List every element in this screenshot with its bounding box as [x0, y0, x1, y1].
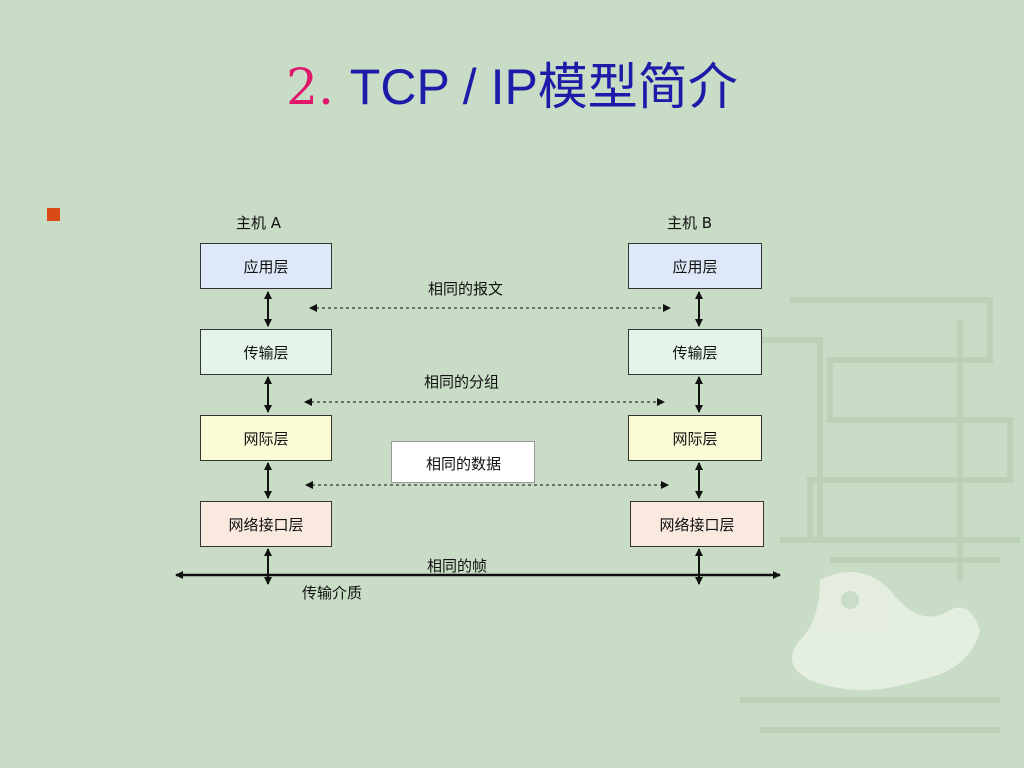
host-a-transport-layer: 传输层 [200, 329, 332, 375]
peer-label-message: 相同的报文 [428, 280, 504, 298]
peer-label-data-box [391, 441, 535, 483]
host-b-label: 主机 B [667, 214, 713, 232]
layer-label: 网际层 [672, 429, 718, 448]
bullet-square-icon [47, 208, 60, 221]
layer-label: 网络接口层 [228, 515, 304, 534]
host-b-transport-layer: 传输层 [628, 329, 762, 375]
host-a-link-layer: 网络接口层 [200, 501, 332, 547]
layer-label: 应用层 [243, 257, 289, 276]
layer-label: 应用层 [672, 257, 718, 276]
host-b-internet-layer: 网际层 [628, 415, 762, 461]
host-a-label: 主机 A [236, 214, 282, 232]
dragon-ornament-icon [792, 572, 980, 690]
layer-label: 网络接口层 [659, 515, 735, 534]
medium-label: 传输介质 [302, 584, 363, 602]
host-b-link-layer: 网络接口层 [630, 501, 764, 547]
peer-label-packet: 相同的分组 [424, 373, 500, 391]
slide-title: 2. TCP / IP模型简介 [0, 52, 1024, 122]
host-b-application-layer: 应用层 [628, 243, 762, 289]
title-text: TCP / IP模型简介 [349, 59, 738, 115]
host-a-application-layer: 应用层 [200, 243, 332, 289]
peer-label-frame: 相同的帧 [427, 557, 488, 575]
host-a-internet-layer: 网际层 [200, 415, 332, 461]
peer-label-data: 相同的数据 [426, 455, 502, 473]
layer-label: 传输层 [243, 343, 289, 362]
title-number: 2. [286, 58, 334, 116]
layer-label: 传输层 [672, 343, 718, 362]
layer-label: 网际层 [243, 429, 289, 448]
